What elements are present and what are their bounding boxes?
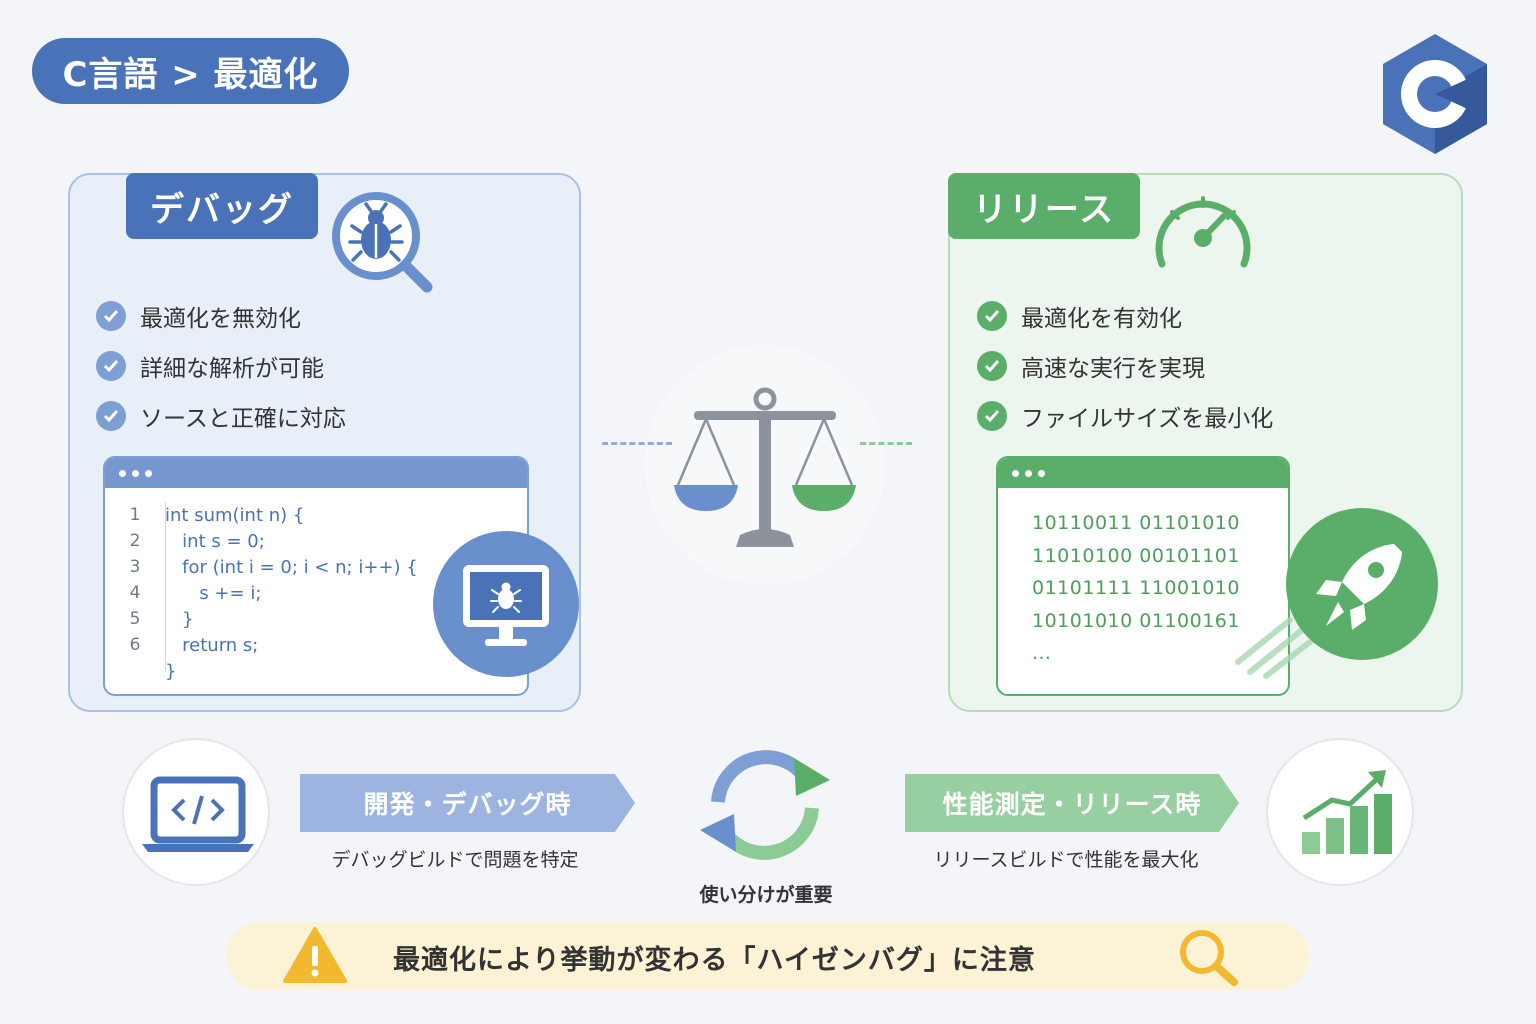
debug-points: 最適化を無効化 詳細な解析が可能 ソースと正確に対応 xyxy=(96,291,346,441)
debug-title: デバッグ xyxy=(126,173,318,239)
center-label: 使い分けが重要 xyxy=(699,884,833,906)
window-dot xyxy=(1012,469,1019,477)
speed-trail xyxy=(1235,617,1313,679)
release-rocket-badge xyxy=(1286,508,1438,660)
connector-right xyxy=(860,442,912,445)
bar-chart-growth-icon xyxy=(1302,770,1392,854)
release-phase-description: リリースビルドで性能を最大化 xyxy=(933,849,1199,871)
point-text: ソースと正確に対応 xyxy=(140,406,346,432)
release-point: 最適化を有効化 xyxy=(977,291,1273,341)
window-dot xyxy=(132,469,139,477)
bug-magnifier-icon xyxy=(332,192,433,293)
rocket-icon xyxy=(1316,544,1402,630)
debug-point: 最適化を無効化 xyxy=(96,291,346,341)
window-dot xyxy=(119,469,126,477)
debug-point: 詳細な解析が可能 xyxy=(96,341,346,391)
release-point: 高速な実行を実現 xyxy=(977,341,1273,391)
release-title: リリース xyxy=(948,173,1140,239)
point-text: 高速な実行を実現 xyxy=(1021,356,1205,382)
check-icon xyxy=(96,401,126,431)
breadcrumb: C言語 > 最適化 xyxy=(32,38,349,104)
binary-line: 11010100 00101101 xyxy=(1032,544,1240,567)
cycle-arrows-icon xyxy=(700,750,830,860)
window-title-bar xyxy=(998,458,1288,488)
point-text: ファイルサイズを最小化 xyxy=(1021,406,1274,432)
debug-phase-description: デバッグビルドで問題を特定 xyxy=(331,849,579,871)
window-dot xyxy=(1038,469,1045,477)
balance-scale-icon xyxy=(674,387,856,547)
check-icon xyxy=(977,351,1007,381)
window-dot xyxy=(1025,469,1032,477)
point-text: 最適化を有効化 xyxy=(1021,306,1182,332)
warning-icon xyxy=(283,927,347,983)
magnifier-icon xyxy=(1180,930,1238,986)
laptop-code-icon xyxy=(142,776,254,852)
debug-phase-label: 開発・デバッグ時 xyxy=(300,774,635,832)
release-points: 最適化を有効化 高速な実行を実現 ファイルサイズを最小化 xyxy=(977,291,1273,441)
warning-text: 最適化により挙動が変わる「ハイゼンバグ」に注意 xyxy=(393,945,1036,976)
debug-monitor-badge xyxy=(433,531,579,677)
binary-line: 10110011 01101010 xyxy=(1032,512,1240,534)
window-dot xyxy=(145,469,152,477)
binary-output: 10110011 01101010 11010100 00101101 0110… xyxy=(1032,512,1240,675)
connector-left xyxy=(602,442,672,445)
line-gutter xyxy=(165,502,166,672)
growth-chart-badge xyxy=(1266,738,1414,886)
code-line: } xyxy=(165,660,177,682)
window-title-bar xyxy=(105,458,527,488)
point-text: 詳細な解析が可能 xyxy=(140,356,324,382)
warning-banner xyxy=(226,922,1309,990)
point-text: 最適化を無効化 xyxy=(140,306,301,332)
code-line: 6 return s; xyxy=(129,634,259,656)
binary-line: … xyxy=(1032,642,1052,664)
code-line: 4 s += i; xyxy=(129,582,262,604)
release-point: ファイルサイズを最小化 xyxy=(977,391,1273,441)
check-icon xyxy=(977,401,1007,431)
check-icon xyxy=(96,301,126,331)
debug-point: ソースと正確に対応 xyxy=(96,391,346,441)
check-icon xyxy=(977,301,1007,331)
c-language-logo-icon xyxy=(1383,34,1487,154)
check-icon xyxy=(96,351,126,381)
binary-line: 10101010 01100161 xyxy=(1032,609,1240,632)
code-line: 2 int s = 0; xyxy=(129,530,265,552)
code-line: 3 for (int i = 0; i < n; i++) { xyxy=(129,556,418,578)
laptop-badge xyxy=(122,738,270,886)
speedometer-icon xyxy=(1155,196,1251,268)
binary-line: 01101111 11001010 xyxy=(1032,577,1240,599)
code-line: 5 } xyxy=(129,608,194,630)
release-phase-label: 性能測定・リリース時 xyxy=(905,774,1239,832)
monitor-bug-icon xyxy=(463,565,549,646)
